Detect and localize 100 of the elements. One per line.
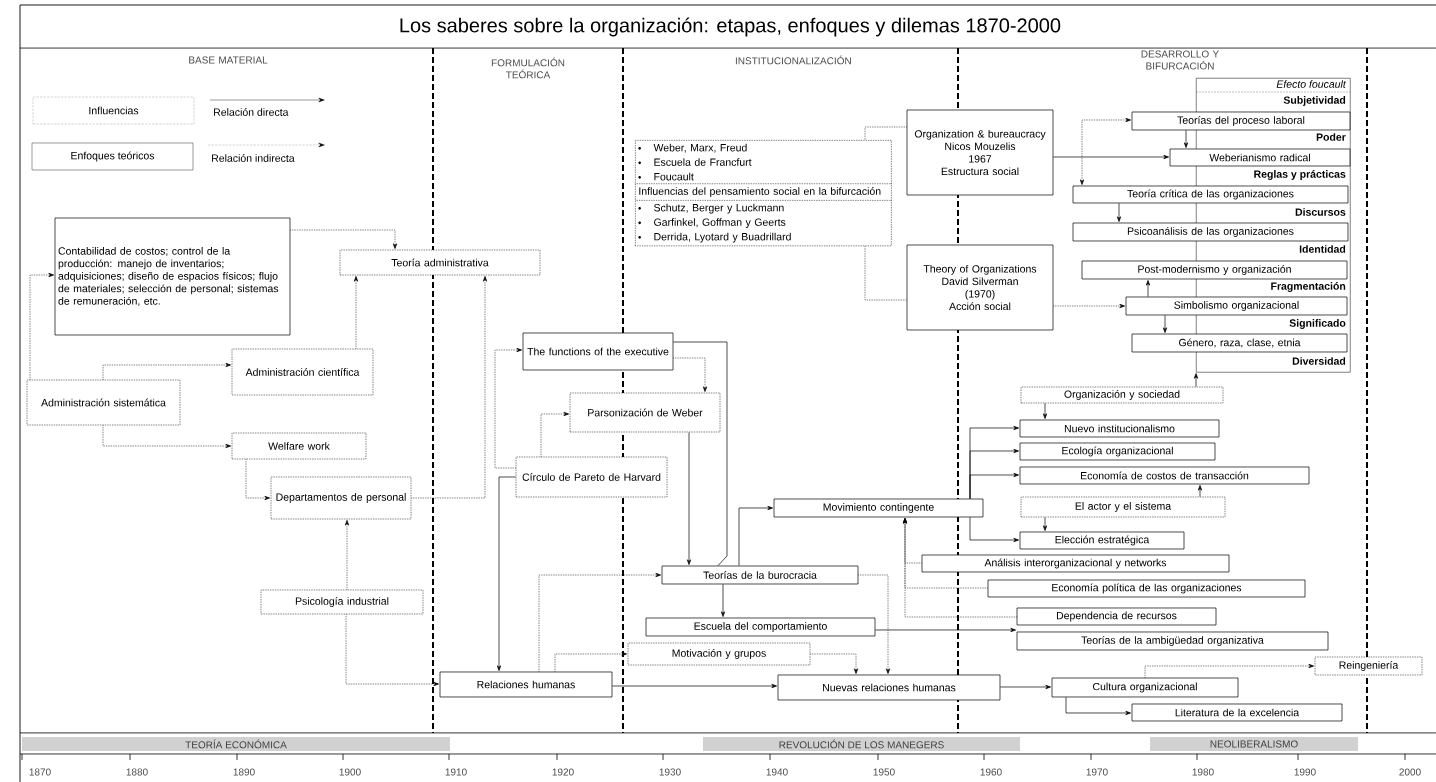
node-label: Foucault xyxy=(654,172,694,181)
era-band: TEORÍA ECONÓMICA xyxy=(22,737,450,751)
year-label: 1950 xyxy=(873,768,895,776)
text-box: Teorías del proceso laboral xyxy=(1131,111,1351,131)
text-box: Theory of Organizations David Silverman (1970) Acción social xyxy=(906,244,1054,331)
arrow xyxy=(540,411,569,457)
year-label: 1880 xyxy=(126,768,148,776)
era-band: NEOLIBERALISMO xyxy=(1150,737,1358,751)
arrow xyxy=(1197,485,1203,497)
column-heading: FORMULACIÓN TEÓRICA xyxy=(491,57,565,79)
text-box: Organization & bureaucracy Nicos Mouzelis 1967 Estructura social xyxy=(906,109,1054,196)
arrow xyxy=(686,432,692,565)
arrow xyxy=(102,425,231,449)
arrow xyxy=(875,627,1016,633)
arrow xyxy=(810,653,859,674)
year-label: 2000 xyxy=(1399,768,1421,776)
column-heading: BASE MATERIAL xyxy=(189,56,268,64)
arrow xyxy=(1145,280,1151,297)
year-label: 1970 xyxy=(1086,768,1108,776)
text-box: Género, raza, clase, etnia xyxy=(1131,333,1348,353)
text-box: Weberianismo radical xyxy=(1169,148,1351,167)
arrow xyxy=(969,472,1019,499)
dotted-text-box: El actor y el sistema xyxy=(1020,496,1226,518)
text-box: Economía de costos de transacción xyxy=(1019,466,1310,485)
arrow xyxy=(738,505,773,566)
arrow xyxy=(411,276,488,499)
arrow xyxy=(1065,697,1131,716)
dotted-text-box: Administración sistemática xyxy=(26,379,181,426)
arrow xyxy=(1053,154,1169,160)
dotted-text-box: Parsonización de Weber xyxy=(569,392,721,433)
year-label: 1910 xyxy=(445,768,467,776)
arrow xyxy=(673,357,708,392)
text-box: Simbolismo organizacional xyxy=(1125,296,1348,316)
dotted-text-box: Psicología industrial xyxy=(260,589,424,615)
connector-line xyxy=(864,126,907,141)
arrow xyxy=(344,520,350,590)
arrow xyxy=(1193,373,1199,387)
arrow xyxy=(496,476,516,671)
arrow xyxy=(720,584,726,617)
arrow xyxy=(554,651,627,672)
text-box: Relaciones humanas xyxy=(439,671,613,698)
legend-box: Enfoques teóricos xyxy=(31,142,194,171)
node-label: Schutz, Berger y Luckmann xyxy=(654,203,784,214)
node-label: Influencias del pensamiento social en la bifurcación xyxy=(639,187,881,198)
text-box: Teoría crítica de las organizaciones xyxy=(1072,185,1349,204)
arrow xyxy=(29,272,54,380)
arrow xyxy=(902,518,1017,618)
dotted-text-box: Organización y sociedad xyxy=(1020,386,1224,404)
arrow xyxy=(858,574,891,674)
node-label: Derrida, Lyotard y Buadrillard xyxy=(654,232,791,243)
text-box: Movimiento contingente xyxy=(773,498,984,518)
dotted-text-box: Teoría administrativa xyxy=(339,249,541,276)
connector-line xyxy=(864,245,907,301)
text-box: Nuevas relaciones humanas xyxy=(777,674,1001,701)
year-label: 1960 xyxy=(980,768,1002,776)
text-box: Economía política de las organizaciones xyxy=(987,579,1306,598)
arrow xyxy=(612,683,777,689)
text-box: Psicoanálisis de las organizaciones xyxy=(1072,222,1349,242)
year-label: 1990 xyxy=(1294,768,1316,776)
text-box: Contabilidad de costos; control de la producción: manejo de inventarios; adquisiciones; diseño de espacios físicos; flujo de materiales; selección de personal; sistemas de remuneración, etc. xyxy=(54,217,291,336)
text-box: Teorías de la ambigüedad organizativa xyxy=(1016,631,1329,651)
dotted-text-box: Welfare work xyxy=(231,432,367,460)
arrow xyxy=(245,459,270,501)
arrow xyxy=(494,347,522,469)
legend-label: Relación indirecta xyxy=(212,154,295,162)
connector-line xyxy=(673,341,728,566)
dotted-text-box: Círculo de Pareto de Harvard xyxy=(515,456,668,498)
arrow xyxy=(1000,684,1051,690)
text-box: Teorías de la burocracia xyxy=(661,565,859,585)
text-box: Ecología organizacional xyxy=(1019,442,1216,461)
dotted-text-box: Reingeniería xyxy=(1314,656,1423,676)
legend-box: Influencias xyxy=(32,96,195,125)
text-box: Literatura de la excelencia xyxy=(1131,703,1343,722)
year-label: 1920 xyxy=(552,768,574,776)
legend-label: Relación directa xyxy=(214,108,289,116)
arrow xyxy=(102,362,231,380)
text-box: Análisis interorganizacional y networks xyxy=(921,554,1230,573)
node-label: Weber, Marx, Freud xyxy=(653,143,747,153)
list-box: Weber, Marx, Freud Escuela de Francfurt Foucault Influencias del pensamiento social en la bifurcación Schutz, Berger y Luckmann Garfinkel, Goffman y Geerts Derrida, Lyotard y Buadrillard xyxy=(635,140,892,247)
text-box: Post-modernismo y organización xyxy=(1081,260,1348,280)
column-heading: DESARROLLO Y BIFURCACIÓN xyxy=(1141,50,1219,70)
arrow xyxy=(1042,403,1048,419)
text-box: Escuela del comportamiento xyxy=(645,617,876,637)
arrow xyxy=(345,614,439,687)
dotted-text-box: Departamentos de personal xyxy=(270,476,412,520)
arrow xyxy=(290,229,398,249)
era-band: REVOLUCIÓN DE LOS MANEGERS xyxy=(703,737,1020,751)
year-label: 1940 xyxy=(766,768,788,776)
year-label: 1980 xyxy=(1192,768,1214,776)
arrow xyxy=(1144,663,1314,678)
title: Los saberes sobre la organización: etapas, enfoques y dilemas 1870-2000 xyxy=(400,17,1061,37)
year-label: 1890 xyxy=(233,768,255,776)
arrow xyxy=(1116,203,1122,222)
arrow xyxy=(1162,315,1168,333)
dotted-text-box: Administración científica xyxy=(231,348,374,396)
arrow xyxy=(1079,117,1131,185)
year-label: 1870 xyxy=(29,768,51,776)
text-box: Cultura organizacional xyxy=(1051,677,1239,698)
arrow xyxy=(1183,130,1189,148)
text-box: Dependencia de recursos xyxy=(1016,607,1217,626)
